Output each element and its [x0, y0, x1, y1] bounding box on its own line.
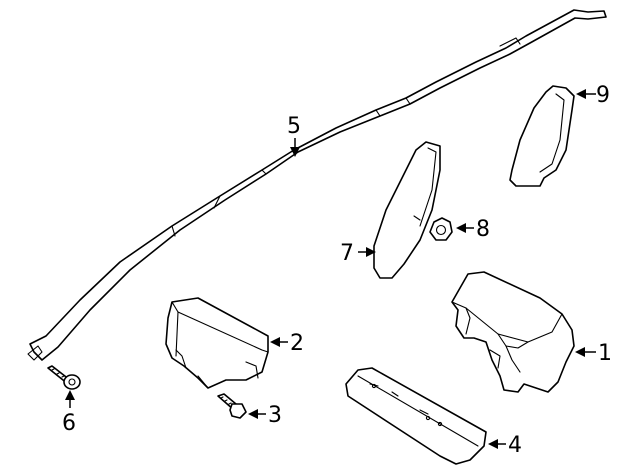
- leader-8: [456, 223, 474, 233]
- leader-9: [576, 89, 596, 99]
- leader-7: [358, 247, 376, 257]
- leader-1: [575, 347, 596, 357]
- bolt-3: [217, 393, 247, 419]
- callout-5: 5: [287, 114, 301, 139]
- leader-4: [488, 439, 506, 449]
- leader-5: [290, 138, 300, 157]
- callout-8: 8: [476, 217, 490, 242]
- leader-3: [248, 409, 266, 419]
- airbag-module-2: [165, 297, 269, 389]
- callout-2: 2: [290, 331, 304, 356]
- bolt-6: [47, 365, 81, 390]
- curtain-airbag-5: [27, 9, 607, 361]
- knee-airbag-cover-4: [345, 367, 487, 465]
- side-airbag-9: [509, 85, 575, 187]
- leader-2: [270, 337, 288, 347]
- callout-6: 6: [62, 411, 76, 436]
- nut-8: [429, 217, 453, 241]
- callout-7: 7: [340, 241, 354, 266]
- passenger-airbag-1: [451, 271, 575, 393]
- callout-4: 4: [508, 433, 522, 458]
- callout-9: 9: [596, 83, 610, 108]
- leader-6: [65, 390, 75, 408]
- side-airbag-7: [373, 141, 441, 279]
- callout-1: 1: [598, 341, 612, 366]
- callout-3: 3: [268, 403, 282, 428]
